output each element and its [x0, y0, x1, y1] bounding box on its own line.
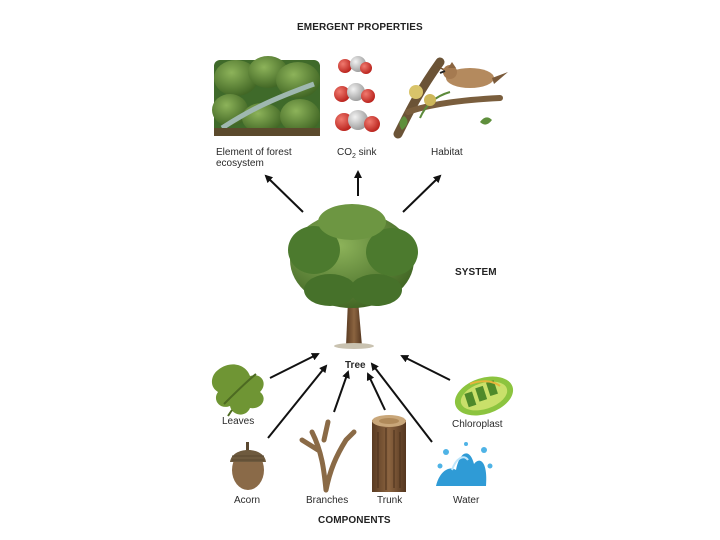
- arrow-from-chloroplast: [400, 355, 451, 381]
- arrow-from-trunk: [366, 372, 386, 411]
- arrow-to-habitat: [402, 174, 442, 213]
- acorn-label: Acorn: [234, 495, 261, 506]
- arrow-to-forest: [264, 174, 304, 213]
- water-label: Water: [453, 495, 480, 506]
- chloroplast-label: Chloroplast: [452, 419, 503, 430]
- trunk-icon: [372, 415, 406, 492]
- branches-icon: [299, 419, 357, 493]
- tree-label: Tree: [345, 360, 366, 371]
- co2-sink-label: CO2 sink: [337, 147, 377, 160]
- trunk-label: Trunk: [377, 495, 403, 506]
- water-splash-icon: [436, 442, 493, 486]
- arrow-from-leaves: [269, 353, 320, 379]
- co2-molecule-icon: [334, 56, 380, 132]
- emergent-properties-heading: EMERGENT PROPERTIES: [297, 22, 423, 33]
- chloroplast-icon: [454, 376, 514, 416]
- leaves-label: Leaves: [222, 416, 255, 427]
- arrow-from-acorn: [267, 364, 328, 439]
- components-heading: COMPONENTS: [318, 515, 391, 526]
- bird-on-branch-icon: [393, 57, 508, 139]
- system-heading: SYSTEM: [455, 267, 497, 278]
- arrow-from-branches: [333, 370, 350, 413]
- tree-icon: [288, 204, 418, 349]
- forest-ecosystem-label: Element of forest ecosystem: [216, 147, 292, 169]
- forest-icon: [212, 56, 320, 136]
- habitat-label: Habitat: [431, 147, 463, 158]
- branches-label: Branches: [306, 495, 349, 506]
- arrow-from-water: [370, 362, 433, 443]
- oak-leaf-icon: [211, 364, 264, 417]
- acorn-icon: [230, 442, 266, 490]
